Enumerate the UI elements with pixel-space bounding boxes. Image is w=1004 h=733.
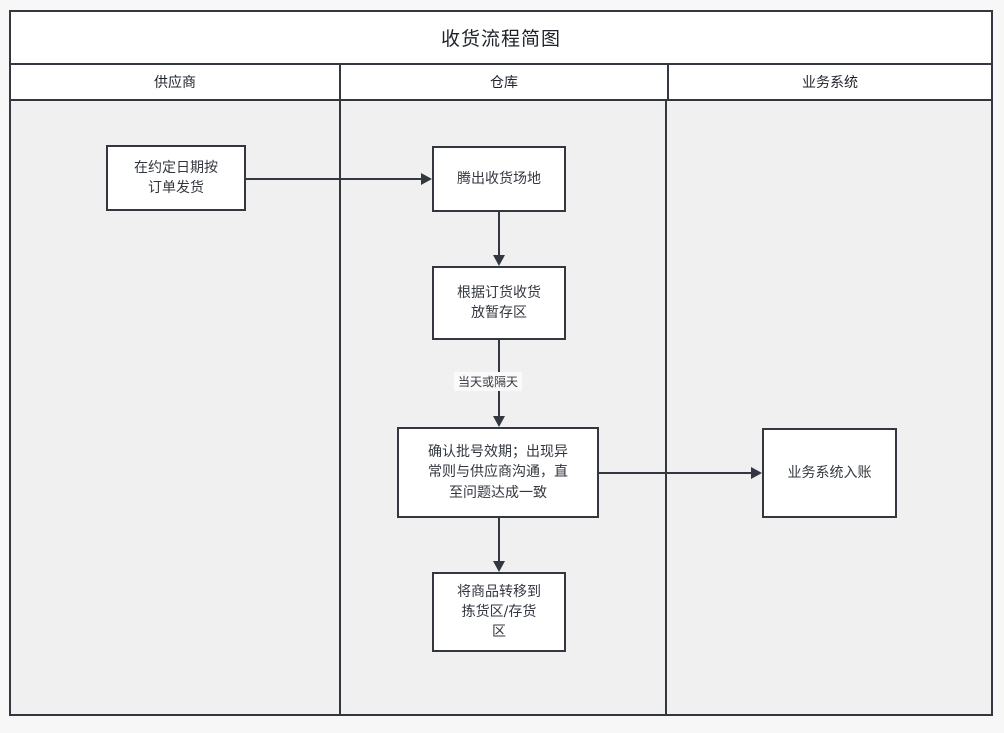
edge-verify-to-move-arrowhead (493, 561, 505, 572)
edge-ship-to-clear-arrowhead (421, 173, 432, 185)
edge-buffer-to-verify-arrowhead (493, 416, 505, 427)
lane-header-warehouse: 仓库 (339, 65, 667, 99)
node-clear-receiving-area[interactable]: 腾出收货场地 (432, 146, 566, 212)
lane-header-supplier: 供应商 (11, 65, 339, 99)
node-move-to-zone[interactable]: 将商品转移到 拣货区/存货 区 (432, 572, 566, 652)
lane-divider-1 (339, 101, 341, 714)
edge-clear-to-buffer-line (498, 212, 500, 255)
edge-label-same-or-next-day: 当天或隔天 (454, 372, 523, 391)
edge-ship-to-clear-line (246, 178, 421, 180)
edge-clear-to-buffer-arrowhead (493, 255, 505, 266)
edge-verify-to-post-arrowhead (751, 467, 762, 479)
node-ship-by-order[interactable]: 在约定日期按 订单发货 (106, 145, 246, 211)
diagram-title: 收货流程简图 (11, 12, 991, 65)
node-verify-batch[interactable]: 确认批号效期；出现异 常则与供应商沟通，直 至问题达成一致 (397, 427, 599, 518)
edge-verify-to-post-line (599, 472, 751, 474)
node-post-to-system[interactable]: 业务系统入账 (762, 428, 897, 518)
edge-verify-to-move-line (498, 518, 500, 561)
lane-divider-2 (665, 101, 667, 714)
lane-header-row: 供应商 仓库 业务系统 (11, 65, 991, 101)
node-receive-to-buffer[interactable]: 根据订货收货 放暂存区 (432, 266, 566, 340)
lane-header-business-system: 业务系统 (667, 65, 991, 99)
